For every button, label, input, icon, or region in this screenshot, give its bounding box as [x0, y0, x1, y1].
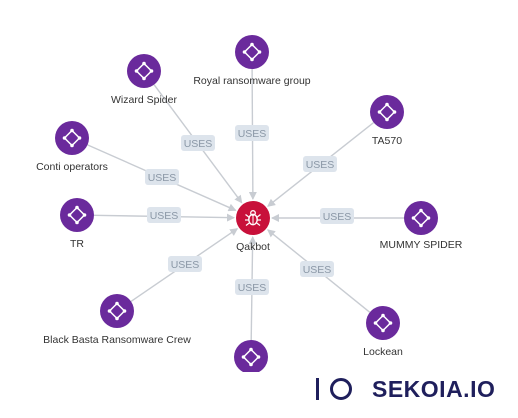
edge-label-text: USES — [184, 138, 213, 150]
node-label-wizard: Wizard Spider — [111, 94, 177, 106]
edge-label-blackbasta: USES — [168, 256, 202, 272]
intrusion-set-node-tr[interactable]: TR — [60, 198, 94, 250]
intrusion-set-node-royal[interactable]: Royal ransomware group — [193, 35, 311, 87]
edge-label-text: USES — [148, 172, 177, 184]
intrusion-set-diamond-icon — [373, 313, 393, 333]
edge-label-text: USES — [238, 282, 267, 294]
edge-label-text: USES — [323, 211, 352, 223]
node-label-blackbasta: Black Basta Ransomware Crew — [43, 334, 191, 346]
bug-icon — [245, 210, 261, 226]
sekoia-brand: SEKOIA.IO — [316, 374, 514, 404]
edge-label-text: USES — [150, 210, 179, 222]
edge-label-ta551: USES — [235, 279, 269, 295]
edge-label-lockean: USES — [300, 261, 334, 277]
intrusion-set-diamond-icon — [241, 347, 261, 367]
edge-label-mummy: USES — [320, 208, 354, 224]
intrusion-set-diamond-icon — [107, 301, 127, 321]
node-label-mummy: MUMMY SPIDER — [380, 239, 463, 251]
malware-node-qakbot[interactable]: Qakbot — [236, 201, 270, 253]
node-label-royal: Royal ransomware group — [193, 75, 310, 87]
node-label-ta570: TA570 — [372, 135, 402, 147]
relationship-graph: USES USES USES USES USES USES USES USES USES Roy… — [36, 35, 463, 372]
node-label-tr: TR — [70, 238, 84, 250]
edge-label-text: USES — [171, 259, 200, 271]
intrusion-set-node-lockean[interactable]: Lockean — [363, 306, 403, 358]
intrusion-set-diamond-icon — [134, 61, 154, 81]
intrusion-set-node-wizard[interactable]: Wizard Spider — [111, 54, 177, 106]
edge-label-text: USES — [303, 264, 332, 276]
edge-label-wizard: USES — [181, 135, 215, 151]
intrusion-set-node-ta570[interactable]: TA570 — [370, 95, 404, 147]
node-label-qakbot: Qakbot — [236, 241, 270, 253]
edge-label-royal: USES — [235, 125, 269, 141]
intrusion-set-diamond-icon — [62, 128, 82, 148]
node-label-lockean: Lockean — [363, 346, 403, 358]
brand-name: SEKOIA.IO — [372, 375, 496, 402]
sekoia-logo-icon — [316, 376, 360, 402]
intrusion-set-node-conti[interactable]: Conti operators — [36, 121, 108, 173]
intrusion-set-node-blackbasta[interactable]: Black Basta Ransomware Crew — [43, 294, 191, 346]
intrusion-set-diamond-icon — [67, 205, 87, 225]
edge-label-conti: USES — [145, 169, 179, 185]
intrusion-set-diamond-icon — [411, 208, 431, 228]
node-label-conti: Conti operators — [36, 161, 108, 173]
edge-label-text: USES — [306, 159, 335, 171]
edge-label-tr: USES — [147, 207, 181, 223]
edge-label-text: USES — [238, 128, 267, 140]
edge-label-ta570: USES — [303, 156, 337, 172]
intrusion-set-diamond-icon — [377, 102, 397, 122]
intrusion-set-node-mummy[interactable]: MUMMY SPIDER — [380, 201, 463, 251]
intrusion-set-diamond-icon — [242, 42, 262, 62]
intrusion-set-node-ta551[interactable]: TA551 — [234, 340, 268, 372]
